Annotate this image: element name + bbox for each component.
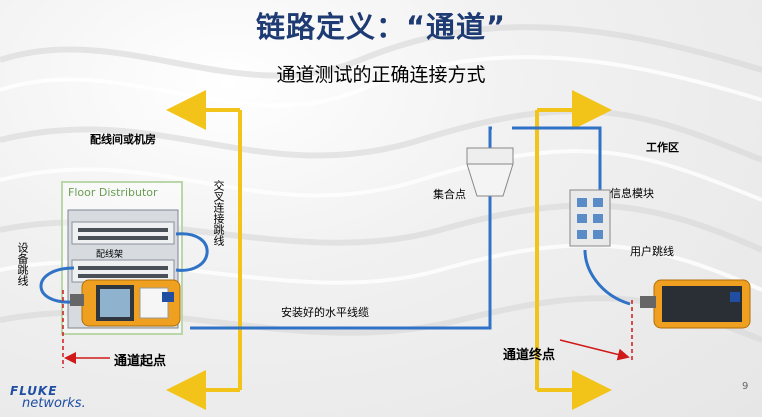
user-cord-label: 用户跳线 xyxy=(630,245,674,258)
floor-distributor-label: Floor Distributor xyxy=(68,186,158,199)
consolidation-point xyxy=(466,147,514,197)
equipment-cord-label: 设备跳线 xyxy=(16,242,29,286)
consolidation-point-label: 集合点 xyxy=(433,188,466,201)
patch-panel-label: 配线架 xyxy=(96,250,124,260)
channel-bracket-right xyxy=(535,90,612,410)
tester-left xyxy=(70,279,181,327)
channel-end-arrow xyxy=(559,339,630,361)
channel-bracket-left xyxy=(166,90,242,410)
horizontal-cable xyxy=(190,126,631,330)
channel-end-label: 通道终点 xyxy=(503,348,556,363)
page-title: 链路定义：“通道” xyxy=(255,10,507,44)
page-subtitle: 通道测试的正确连接方式 xyxy=(276,64,486,86)
tester-right xyxy=(640,279,751,329)
room-label: 配线间或机房 xyxy=(90,133,156,146)
cross-connect-label: 交叉连接跳线 xyxy=(212,180,225,246)
outlet-label: 信息模块 xyxy=(610,187,654,200)
fluke-networks-logo: FLUKE networks. xyxy=(10,384,86,411)
page-number: 9 xyxy=(742,381,749,392)
equipment-cord xyxy=(39,266,75,304)
cross-connect-cord xyxy=(175,232,209,272)
wall-outlet xyxy=(569,189,611,247)
work-area-label: 工作区 xyxy=(646,141,679,154)
horizontal-cable-label: 安装好的水平线缆 xyxy=(281,306,369,319)
channel-start-label: 通道起点 xyxy=(114,354,167,369)
